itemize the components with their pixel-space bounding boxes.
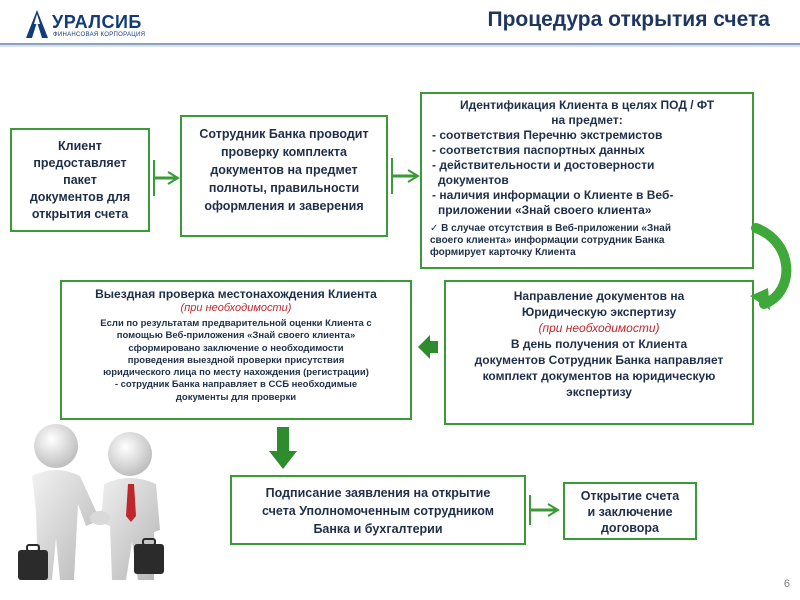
page-number: 6	[783, 578, 790, 590]
opening-line: договора	[601, 521, 659, 535]
identification-title-2: на предмет:	[551, 113, 623, 127]
identification-list: - соответствия Перечню экстремистов - со…	[428, 128, 746, 218]
step-client-line: Клиент	[58, 139, 102, 153]
field-check-line: помощью Веб-приложения «Знай своего клие…	[116, 330, 356, 342]
arrow-right-icon	[529, 495, 560, 525]
step-bank-check-line: оформления и заверения	[204, 199, 364, 213]
field-check-subtitle: (при необходимости)	[180, 302, 292, 314]
identification-item: - соответствия Перечню экстремистов	[432, 128, 663, 142]
logo-emblem-icon	[26, 10, 48, 38]
page-title: Процедура открытия счета	[487, 8, 770, 31]
step-signing-box: Подписание заявления на открытие счета У…	[230, 475, 526, 545]
step-opening-box: Открытие счета и заключение договора	[563, 482, 697, 540]
identification-item: документов	[438, 173, 509, 187]
header-divider-accent	[0, 43, 800, 45]
step-bank-check-line: полноты, правильности	[208, 181, 360, 195]
identification-note-line: формирует карточку Клиента	[430, 247, 576, 258]
step-client-box: Клиент предоставляет пакет документов дл…	[10, 128, 150, 232]
step-bank-check-box: Сотрудник Банка проводит проверку компле…	[180, 115, 388, 237]
logo: УРАЛСИБ ФИНАНСОВАЯ КОРПОРАЦИЯ	[24, 8, 184, 42]
field-check-line: юридического лица по месту нахождения (р…	[103, 367, 369, 379]
header-divider	[0, 43, 800, 47]
legal-line: экспертизу	[566, 385, 632, 399]
legal-subtitle: (при необходимости)	[538, 321, 660, 335]
step-client-line: документов для	[29, 190, 131, 204]
step-bank-check-line: проверку комплекта	[220, 145, 348, 159]
identification-item: - наличия информации о Клиенте в Веб-	[432, 188, 674, 202]
field-check-line: сформировано заключение о необходимости	[128, 342, 344, 354]
arrow-right-icon	[153, 160, 180, 196]
signing-line: Подписание заявления на открытие	[265, 486, 491, 500]
arrow-right-icon	[391, 158, 420, 194]
logo-subtitle: ФИНАНСОВАЯ КОРПОРАЦИЯ	[53, 32, 146, 38]
field-check-line: проведения выездной проверки присутствия	[127, 354, 345, 366]
step-client-line: открытия счета	[31, 207, 129, 221]
handshake-figures-illustration	[18, 424, 164, 580]
legal-line: В день получения от Клиента	[510, 337, 688, 351]
legal-title: Юридическую экспертизу	[521, 305, 677, 319]
field-check-line: документы для проверки	[175, 391, 297, 403]
legal-title: Направление документов на	[513, 289, 685, 303]
step-bank-check-line: документов на предмет	[210, 163, 358, 177]
step-client-line: пакет	[63, 173, 97, 187]
field-check-title: Выездная проверка местонахождения Клиент…	[95, 287, 377, 301]
identification-note-line: В случае отсутствия в Веб-приложении «Зн…	[441, 223, 672, 234]
identification-item: приложении «Знай своего клиента»	[438, 203, 652, 217]
legal-line: комплект документов на юридическую	[482, 369, 716, 383]
step-legal-box: Направление документов на Юридическую эк…	[444, 280, 754, 425]
curved-arrow-icon	[750, 223, 792, 310]
step-field-check-box: Выездная проверка местонахождения Клиент…	[60, 280, 412, 420]
checkmark-icon: ✓	[430, 223, 439, 234]
identification-title: Идентификация Клиента в целях ПОД / ФТ	[459, 98, 715, 112]
step-bank-check-line: Сотрудник Банка проводит	[199, 127, 369, 141]
field-check-line: Если по результатам предварительной оцен…	[100, 318, 372, 329]
opening-line: Открытие счета	[580, 489, 680, 503]
field-check-line: - сотрудник Банка направляет в ССБ необх…	[114, 379, 358, 391]
logo-name: УРАЛСИБ	[52, 12, 142, 32]
identification-note-line: своего клиента» информации сотрудник Бан…	[430, 235, 665, 246]
arrow-left-icon	[418, 335, 438, 359]
signing-line: Банка и бухгалтерии	[313, 522, 443, 536]
step-identification-box: Идентификация Клиента в целях ПОД / ФТ н…	[420, 92, 754, 269]
legal-line: документов Сотрудник Банка направляет	[474, 353, 724, 367]
identification-note: ✓ В случае отсутствия в Веб-приложении «…	[428, 223, 746, 259]
opening-line: и заключение	[587, 505, 673, 519]
identification-item: - соответствия паспортных данных	[432, 143, 645, 157]
step-client-line: предоставляет	[33, 156, 127, 170]
field-check-body: Если по результатам предварительной оцен…	[62, 318, 410, 404]
arrow-down-icon	[269, 427, 297, 469]
identification-item: - действительности и достоверности	[432, 158, 655, 172]
signing-line: счета Уполномоченным сотрудником	[262, 504, 494, 518]
